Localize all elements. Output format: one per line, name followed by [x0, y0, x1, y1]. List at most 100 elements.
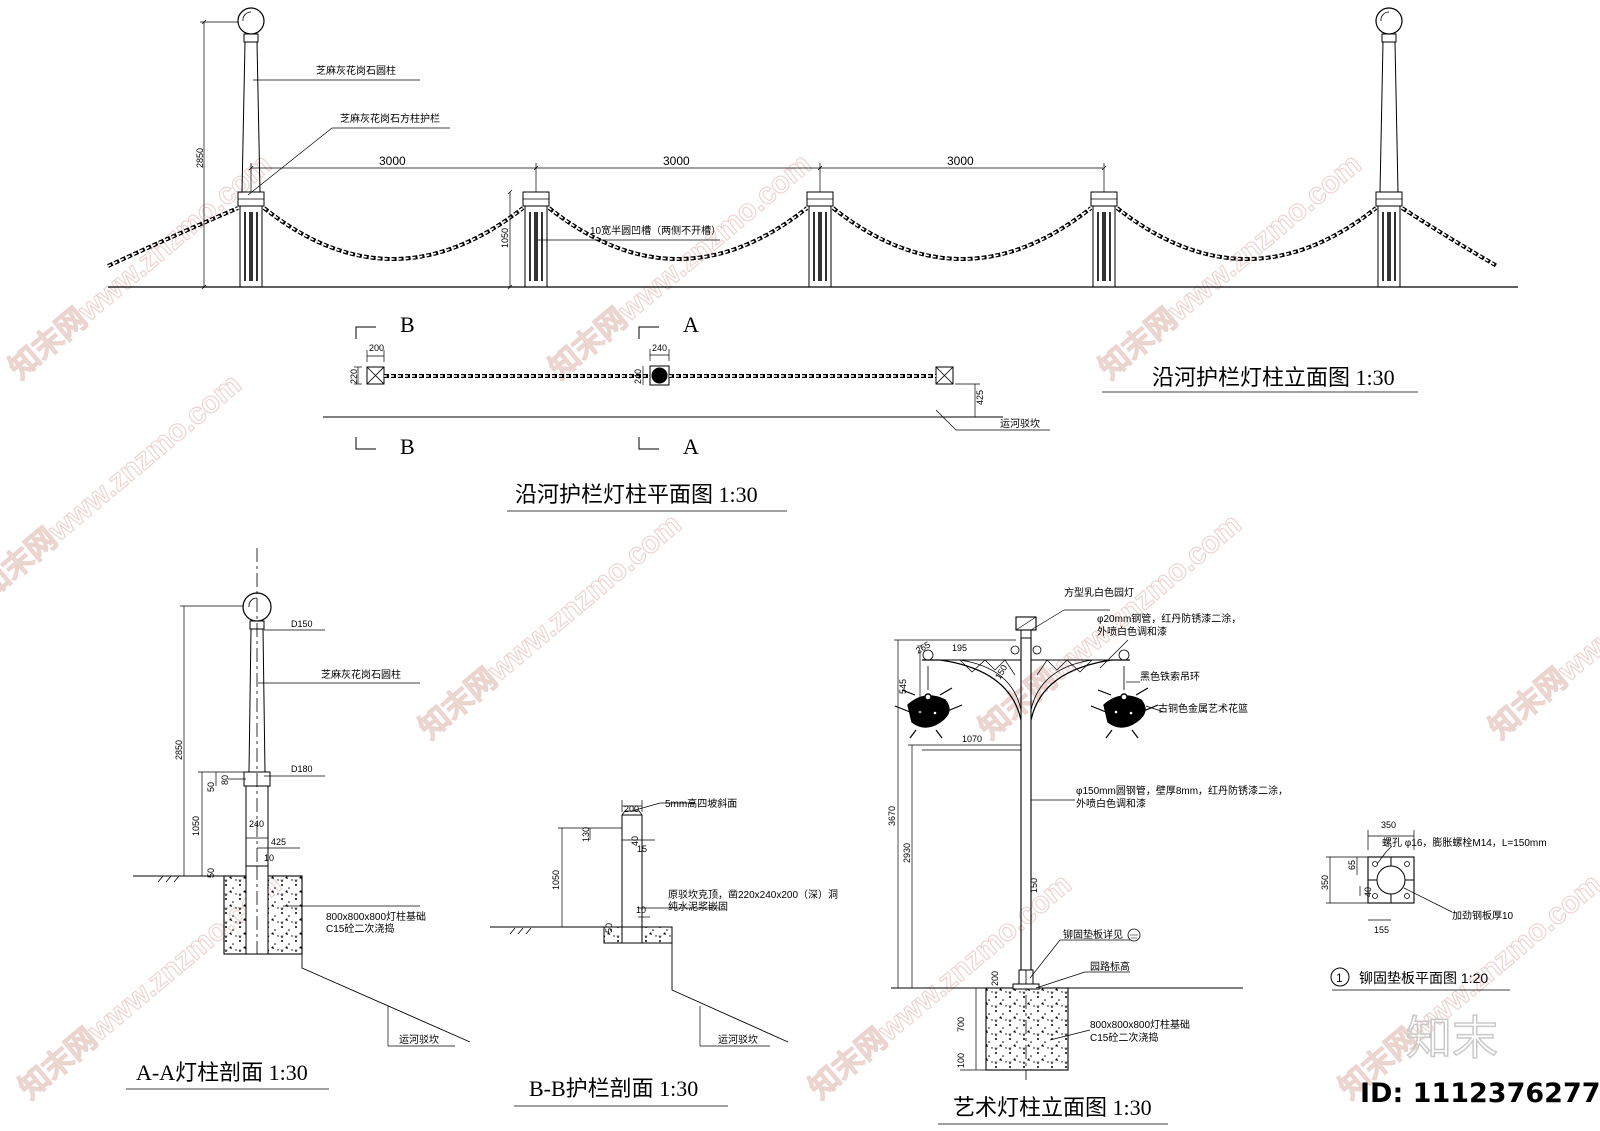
- label-foundation: 800x800x800灯柱基础: [1090, 1018, 1190, 1031]
- title-section-bb: B-B护栏剖面 1:30: [529, 1076, 698, 1101]
- label-pole: φ150mm圆钢管，壁厚8mm，红丹防锈漆二涂，: [1076, 784, 1288, 797]
- dim: 1050: [191, 816, 201, 836]
- dim-span: 3000: [947, 154, 974, 168]
- anchor-plate-labels: 350 350 65 40 155 螺孔 φ16，膨胀螺栓M14，L=150mm…: [1320, 820, 1547, 986]
- title-art-lamp: 艺术灯柱立面图 1:30: [953, 1095, 1152, 1120]
- title-section-aa: A-A灯柱剖面 1:30: [136, 1060, 308, 1085]
- brand-logo: 知末: [1406, 1011, 1498, 1065]
- dim: 150: [1029, 878, 1039, 893]
- dim: 50: [604, 923, 614, 933]
- label-slot: 原驳坎克顶，凿220x240x200（深）洞: [668, 888, 838, 901]
- label-hole: 螺孔 φ16，膨胀螺栓M14，L=150mm: [1382, 836, 1547, 849]
- label-bank: 运河驳坎: [399, 1033, 439, 1046]
- section-mark-a: A: [683, 434, 699, 459]
- dim: 40: [1363, 887, 1373, 897]
- label-lamp: 方型乳白色园灯: [1064, 586, 1134, 599]
- round-column-left: [237, 7, 265, 288]
- dim: 10: [264, 853, 274, 863]
- watermark-layer: 知末网www.znzmo.com 知末网www.znzmo.com 知末网www…: [0, 147, 1600, 1106]
- square-post: [1090, 191, 1118, 288]
- plan-labels: B B A A 200 220 240 240 425 运河驳坎 沿河护栏灯柱平…: [349, 312, 1040, 512]
- watermark: 知末网www.znzmo.com: [413, 508, 687, 746]
- dim: 350: [1320, 875, 1330, 890]
- art-lamp: [891, 609, 1243, 1080]
- square-post: [806, 191, 834, 288]
- label-concrete: C15砼二次浇捣: [326, 922, 394, 935]
- dim: 2930: [902, 843, 912, 863]
- plan-view: [323, 326, 1050, 450]
- dim: 2850: [174, 740, 184, 760]
- title-elevation: 沿河护栏灯柱立面图 1:30: [1152, 365, 1395, 390]
- label-slot: 纯水泥浆嵌固: [668, 900, 728, 913]
- dim: 40: [630, 836, 640, 846]
- foundation-block: [985, 987, 1069, 1071]
- label-foundation: 800x800x800灯柱基础: [326, 910, 426, 923]
- ground-symbol-icon: [1127, 928, 1141, 942]
- label-concrete: C15砼二次浇捣: [1090, 1031, 1158, 1044]
- dim: 195: [952, 643, 967, 653]
- label-ring: 黑色铁索吊环: [1140, 670, 1200, 683]
- footer: 知末 ID: 1112376277: [1360, 1010, 1600, 1109]
- label-column: 芝麻灰花岗石圆柱: [321, 668, 401, 681]
- dim: 150: [993, 663, 1009, 681]
- dim: 265: [914, 640, 932, 656]
- section-mark-a: A: [683, 312, 699, 337]
- dim-height: 2850: [195, 148, 205, 168]
- flower-basket-right: [1090, 687, 1159, 739]
- section-aa-labels: D150 D180 芝麻灰花岗石圆柱 2850 1050 50 80 240 4…: [126, 619, 439, 1090]
- dim: 100: [956, 1053, 966, 1068]
- label-rib: 加劲钢板厚10: [1452, 909, 1514, 922]
- dim: 65: [1347, 860, 1357, 870]
- label-pole: 外喷白色调和漆: [1076, 797, 1146, 810]
- watermark: 知末网www.znzmo.com: [543, 148, 817, 386]
- dim: 200: [624, 804, 639, 814]
- label-bank: 运河驳坎: [718, 1033, 758, 1046]
- dim: 1050: [551, 870, 561, 890]
- watermark: 知末网www.znzmo.com: [3, 148, 277, 386]
- label-groove: 10宽半圆凹槽（两侧不开槽）: [590, 224, 721, 237]
- label-pipe: 外喷白色调和漆: [1097, 625, 1167, 638]
- title-anchor-plate: 铆固垫板平面图 1:20: [1359, 970, 1488, 986]
- dim-span: 3000: [663, 154, 690, 168]
- dim: 700: [956, 1017, 966, 1032]
- square-post: [522, 191, 550, 288]
- dim: 220: [349, 369, 359, 384]
- dim: 200: [369, 343, 384, 353]
- dim: 425: [975, 390, 985, 405]
- dim: 350: [1381, 820, 1396, 830]
- dim: 15: [637, 844, 647, 854]
- id-label: ID: 1112376277: [1360, 1078, 1600, 1109]
- label-pipe: φ20mm钢管，红丹防锈漆二涂，: [1097, 612, 1241, 625]
- dim-d150: D150: [291, 619, 313, 629]
- detail-number: 1: [1336, 971, 1343, 985]
- section-aa: [133, 548, 471, 1047]
- section-mark-b: B: [400, 312, 415, 337]
- dim: 425: [271, 837, 286, 847]
- label-round-column: 芝麻灰花岗石圆柱: [316, 64, 396, 77]
- label-anchor: 铆固垫板详见: [1063, 928, 1123, 941]
- label-square-column: 芝麻灰花岗石方柱护栏: [340, 112, 440, 125]
- round-column-right: [1375, 7, 1403, 288]
- dim: 545: [898, 679, 908, 694]
- watermark: 知末网www.znzmo.com: [0, 368, 248, 606]
- dim-span: 3000: [379, 154, 406, 168]
- section-bb-labels: 200 5mm高四坡斜面 130 40 15 1050 10 50 原驳坎克顶，…: [514, 797, 838, 1107]
- dim: 80: [220, 775, 230, 785]
- dimension-lines: [200, 19, 1107, 290]
- dim: 1070: [962, 734, 982, 744]
- art-lamp-labels: 方型乳白色园灯 φ20mm钢管，红丹防锈漆二涂， 外喷白色调和漆 黑色铁索吊环 …: [887, 586, 1288, 1125]
- elevation-labels: 芝麻灰花岗石圆柱 芝麻灰花岗石方柱护栏 10宽半圆凹槽（两侧不开槽） 2850 …: [195, 64, 1418, 393]
- section-bb: [490, 800, 789, 1047]
- anchor-plate: [1326, 830, 1510, 991]
- dim: 240: [249, 819, 264, 829]
- dim: 155: [1374, 925, 1389, 935]
- dim: 50: [206, 868, 216, 878]
- dim: 240: [652, 343, 667, 353]
- dim: 240: [633, 369, 643, 384]
- label-road: 园路标高: [1090, 960, 1130, 973]
- title-plan: 沿河护栏灯柱平面图 1:30: [515, 482, 758, 507]
- elevation-view: [107, 7, 1518, 290]
- watermark: 知末网www.znzmo.com: [1093, 148, 1367, 386]
